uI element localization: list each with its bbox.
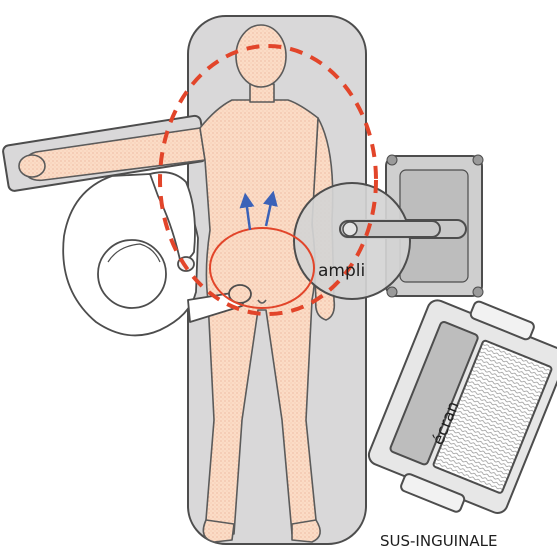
ampli-label: ampli (318, 261, 365, 281)
position-caption: SUS-INGUINALE (380, 532, 497, 550)
